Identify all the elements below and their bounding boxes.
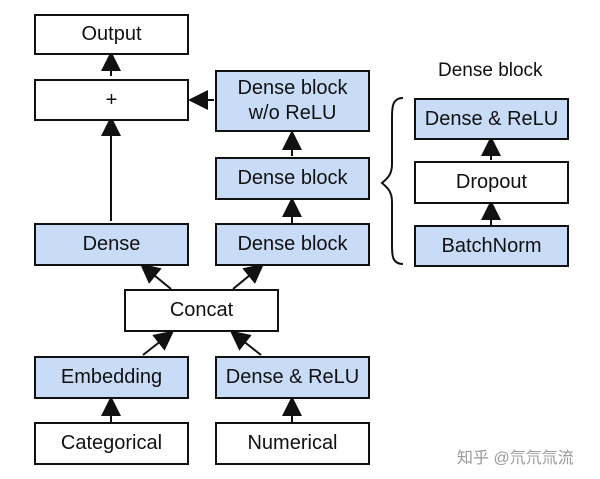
output-node: Output	[34, 14, 189, 55]
dense-node: Dense	[34, 223, 189, 266]
categorical-node: Categorical	[34, 422, 189, 465]
arrow-embedding-to-concat	[142, 330, 175, 356]
dense-block-middle-node: Dense block	[215, 157, 370, 200]
legend-brace	[380, 97, 404, 265]
dense-block-without-relu-node: Dense block w/o ReLU	[215, 70, 370, 132]
dense-block-without-relu-label: Dense block w/o ReLU	[237, 77, 348, 124]
legend-dense-relu-node: Dense & ReLU	[414, 98, 569, 140]
numerical-node: Numerical	[215, 422, 370, 465]
concat-node: Concat	[124, 289, 279, 332]
embedding-node: Embedding	[34, 356, 189, 399]
arrow-concat-to-lower-dense-block	[232, 263, 265, 290]
plus-node: +	[34, 79, 189, 121]
legend-dropout-node: Dropout	[414, 161, 569, 204]
legend-title: Dense block	[438, 60, 543, 81]
dense-relu-numeric-node: Dense & ReLU	[215, 356, 370, 399]
dense-block-lower-node: Dense block	[215, 223, 370, 266]
watermark-text: 知乎 @氘氘氚流	[457, 450, 574, 467]
arrow-concat-to-dense	[139, 263, 172, 290]
arrow-dense-relu-to-concat	[229, 330, 262, 356]
legend-batchnorm-node: BatchNorm	[414, 225, 569, 267]
